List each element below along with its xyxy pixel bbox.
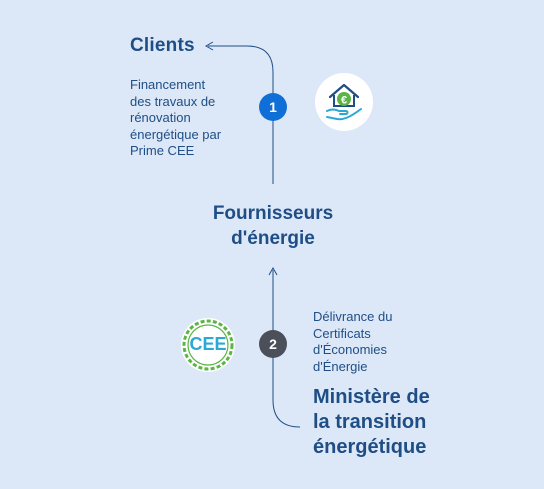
ministry-title-line: Ministère de [313,386,430,408]
ministry-title-line: la transition [313,411,427,433]
suppliers-title-line: d'énergie [231,228,315,249]
cee-seal-text: CEE [189,334,227,354]
house-euro-hand-icon: € [315,73,373,131]
step1-line: rénovation [130,110,191,125]
step1-line: Financement [130,77,206,92]
step1-description: Financement des travaux de rénovation én… [130,77,221,160]
step2-line: Délivrance du [313,309,393,324]
arrowhead-suppliers [268,266,278,276]
svg-text:€: € [341,95,347,107]
cee-seal-icon: CEE [180,317,236,373]
arrow-to-clients [208,45,274,184]
ministry-title: Ministère de la transition énergétique [313,385,430,460]
ministry-title-line: énergétique [313,436,427,458]
step1-badge: 1 [259,93,287,121]
clients-title: Clients [130,35,195,56]
step2-badge: 2 [259,330,287,358]
step1-line: énergétique par [130,126,222,142]
suppliers-title: Fournisseurs d'énergie [203,201,343,251]
step2-description: Délivrance du Certificats d'Économies d'… [313,309,393,375]
suppliers-title-line: Fournisseurs [212,203,334,224]
step2-line: d'Énergie [313,358,368,374]
step1-line: Prime CEE [130,143,195,158]
step2-line: d'Économies [313,342,388,357]
arrowhead-clients [204,41,214,51]
step1-line: des travaux de [130,93,216,109]
step2-line: Certificats [313,325,371,341]
arrow-to-suppliers [272,270,301,428]
